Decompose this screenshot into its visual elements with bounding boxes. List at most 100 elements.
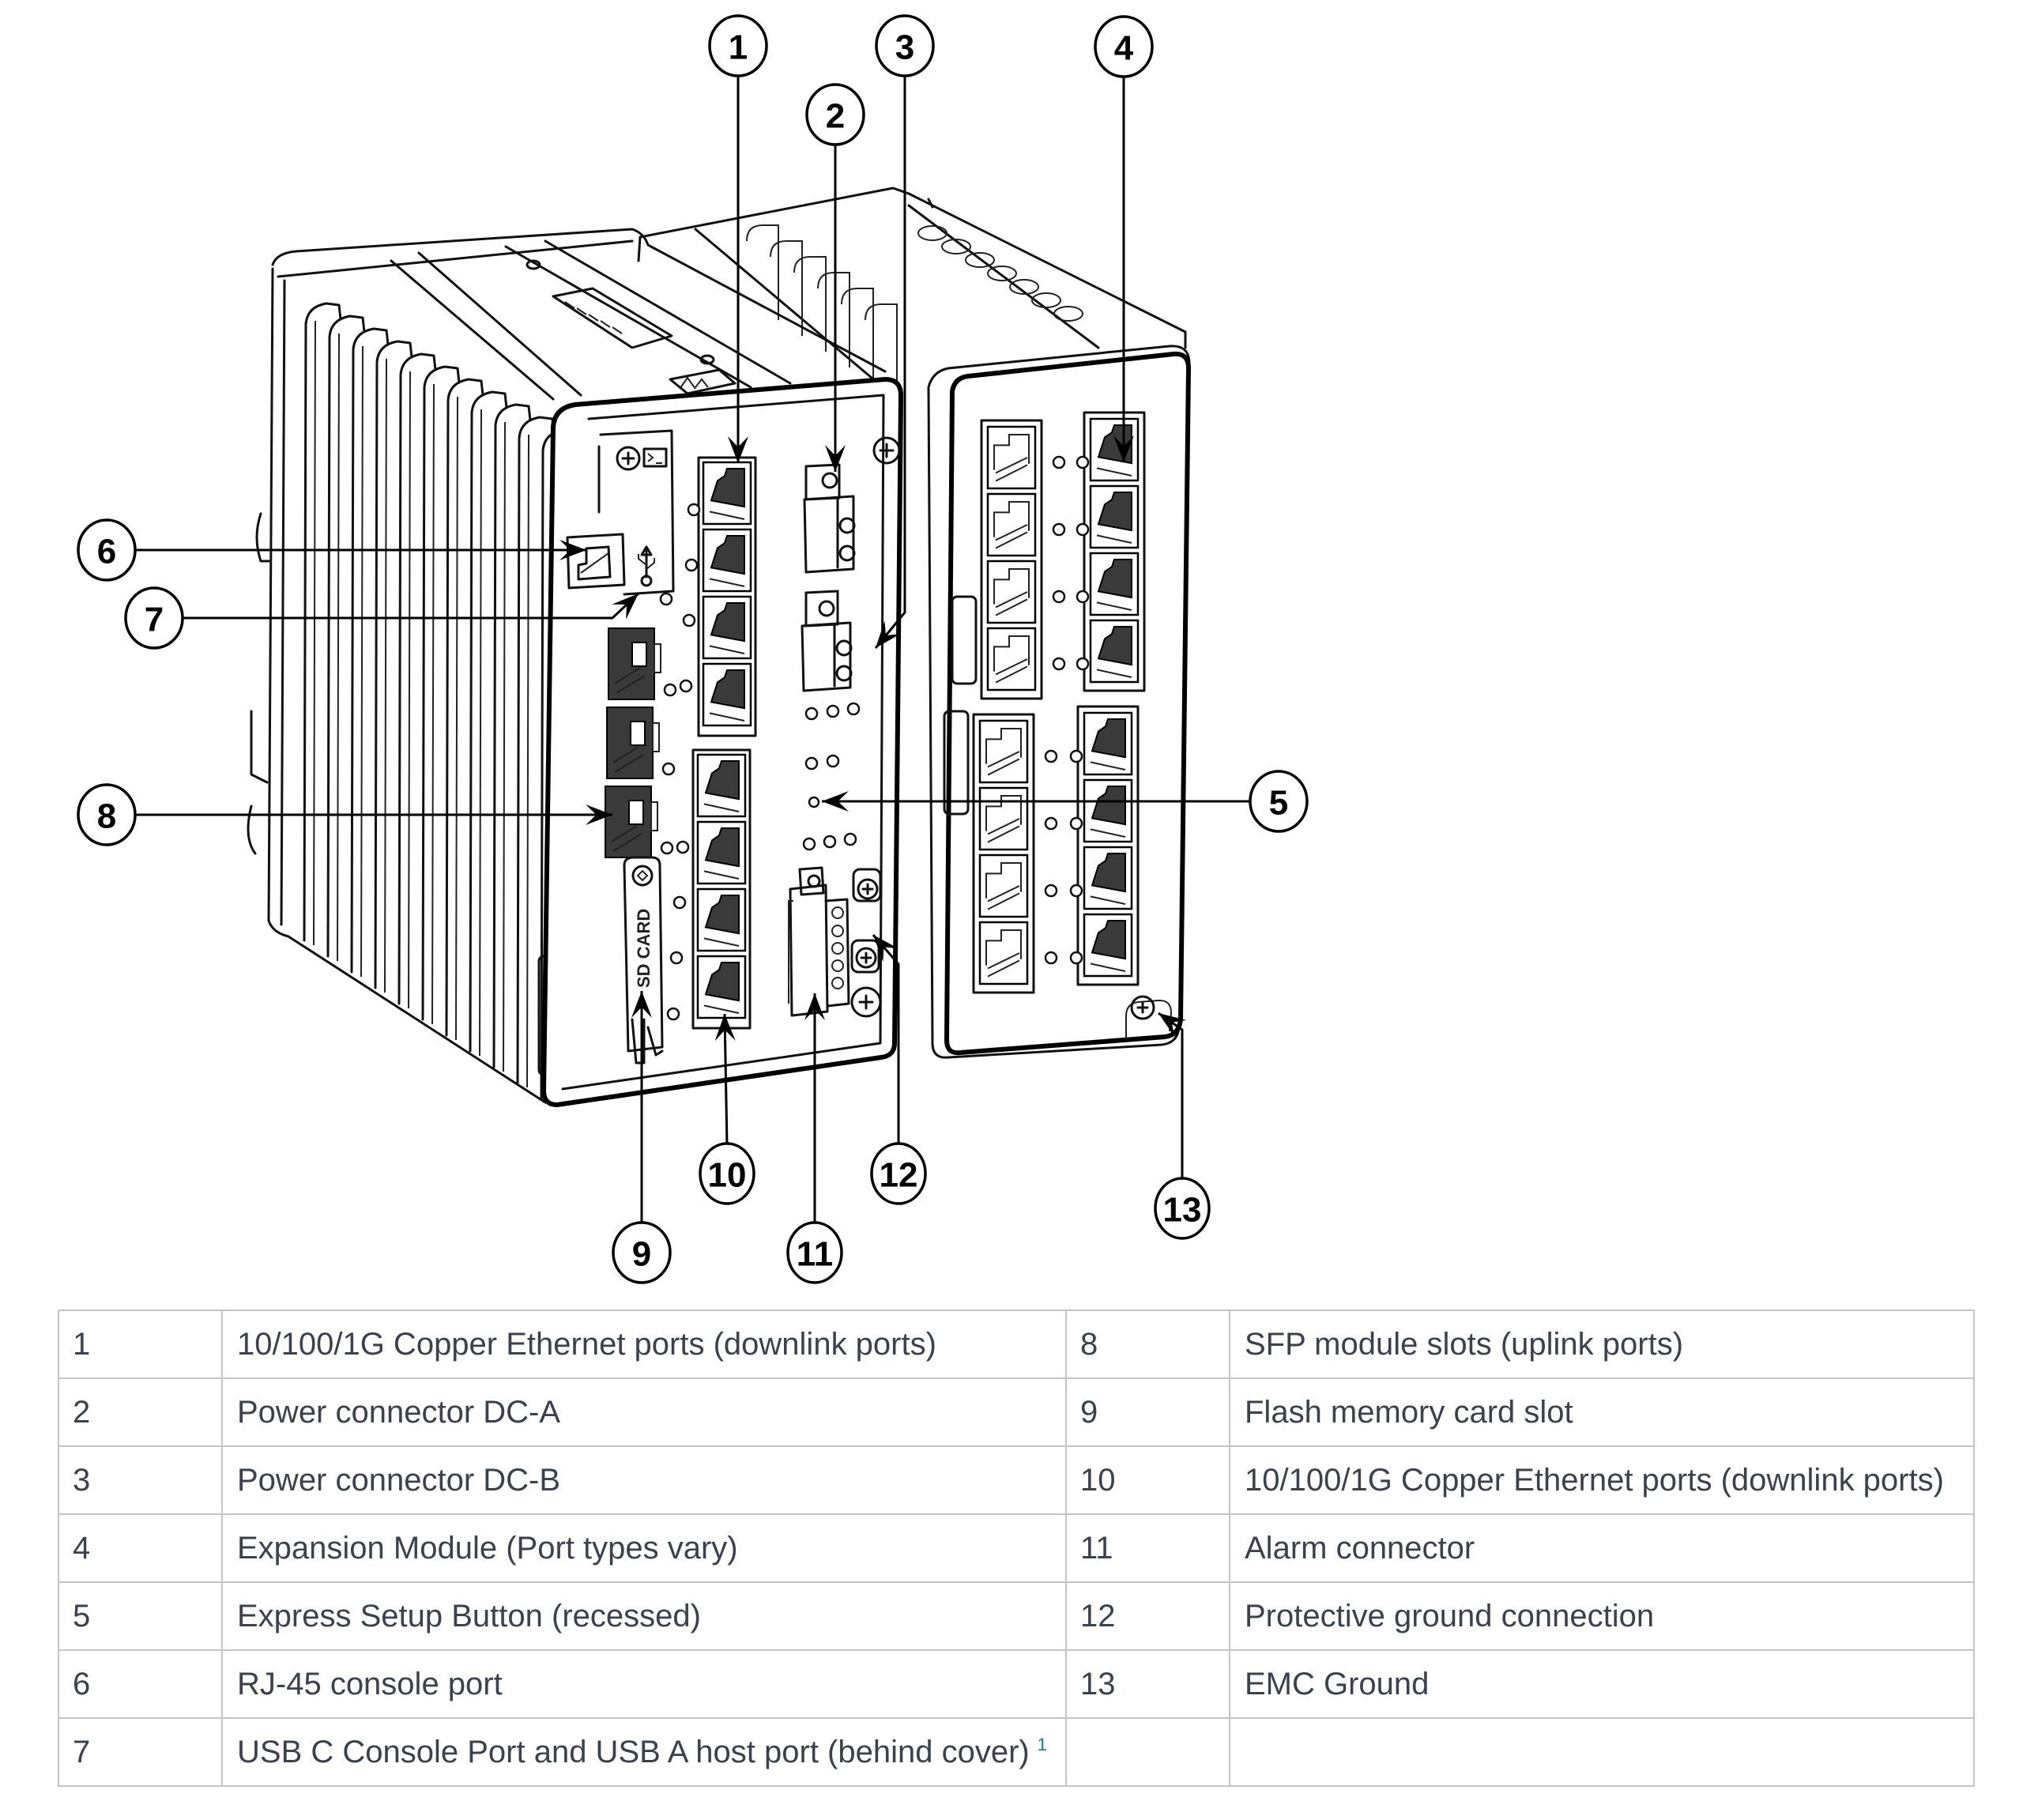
arrowhead-3 bbox=[876, 620, 901, 648]
callout-circle bbox=[1094, 15, 1154, 78]
port-led bbox=[1069, 884, 1083, 898]
expansion-port bbox=[1089, 417, 1140, 482]
arrowhead-13 bbox=[1158, 1013, 1187, 1038]
item-number: 3 bbox=[58, 1445, 223, 1515]
table-row: 6 RJ-45 console port 13 EMC Ground bbox=[58, 1649, 1975, 1719]
item-description-text: USB C Console Port and USB A host port (… bbox=[237, 1734, 1030, 1769]
callout-number: 7 bbox=[145, 601, 164, 639]
item-description: EMC Ground bbox=[1229, 1649, 1975, 1719]
heatsink-fin-edge bbox=[337, 333, 340, 962]
item-description: USB C Console Port and USB A host port (… bbox=[221, 1717, 1067, 1787]
table-row: 7 USB C Console Port and USB A host port… bbox=[58, 1717, 1975, 1787]
footnote-link[interactable]: 1 bbox=[1037, 1735, 1047, 1755]
callout-number: 10 bbox=[708, 1156, 747, 1195]
copper-port-groups bbox=[691, 456, 757, 1030]
callout-number: 3 bbox=[895, 28, 914, 67]
sfp-slot bbox=[606, 707, 676, 779]
port-led bbox=[679, 679, 693, 693]
heatsink-fin-edge bbox=[431, 383, 435, 1025]
heatsink-fin-edge bbox=[503, 421, 506, 1072]
leader-lines bbox=[135, 74, 1250, 1224]
item-description bbox=[1229, 1717, 1975, 1787]
callout-11: 11 bbox=[786, 1221, 843, 1284]
callout-circle bbox=[805, 83, 865, 146]
item-number: 5 bbox=[58, 1581, 223, 1651]
table-row: 5 Express Setup Button (recessed) 12 Pro… bbox=[58, 1581, 1975, 1651]
callout-number: 13 bbox=[1163, 1191, 1202, 1230]
port-led bbox=[682, 613, 696, 627]
leader-line-10 bbox=[723, 1013, 729, 1146]
status-leds bbox=[802, 702, 861, 851]
heatsink-fin-edge bbox=[408, 371, 411, 1009]
port-led bbox=[1076, 522, 1090, 537]
heatsink-fin bbox=[350, 327, 390, 974]
port-led bbox=[1069, 951, 1083, 965]
item-number: 1 bbox=[58, 1309, 223, 1379]
sfp-led bbox=[663, 683, 677, 697]
copper-ethernet-port bbox=[702, 461, 752, 526]
item-description: Power connector DC-A bbox=[221, 1377, 1067, 1447]
item-number: 4 bbox=[58, 1513, 223, 1583]
usb-icon bbox=[638, 545, 655, 587]
item-description: 10/100/1G Copper Ethernet ports (downlin… bbox=[221, 1309, 1067, 1379]
callout-circle bbox=[870, 1142, 927, 1205]
callout-circle bbox=[875, 14, 935, 77]
expansion-port bbox=[1083, 711, 1133, 776]
express-setup-button bbox=[808, 796, 820, 808]
callout-number: 11 bbox=[797, 1235, 834, 1274]
alarm-connector bbox=[788, 866, 850, 1017]
protective-ground-screws bbox=[850, 868, 882, 1018]
sfp-led bbox=[660, 841, 674, 855]
port-led bbox=[1069, 816, 1083, 831]
sfp-led bbox=[661, 762, 676, 776]
item-number: 12 bbox=[1065, 1581, 1230, 1651]
heatsink-fin-edge bbox=[526, 434, 529, 1088]
expansion-port bbox=[1083, 778, 1133, 843]
callout-5: 5 bbox=[1249, 770, 1309, 833]
item-description: Power connector DC-B bbox=[221, 1445, 1067, 1515]
heatsink-fin bbox=[374, 340, 413, 989]
expansion-port bbox=[978, 719, 1029, 784]
callout-3: 3 bbox=[875, 14, 935, 77]
callout-circle bbox=[699, 1142, 755, 1205]
main-front-panel: SD CARD bbox=[541, 377, 903, 1107]
heatsink-fin bbox=[303, 302, 342, 942]
copper-ethernet-port bbox=[696, 887, 747, 952]
arrowhead-6 bbox=[559, 540, 586, 560]
port-led bbox=[1052, 590, 1066, 604]
arrowhead-7 bbox=[612, 593, 639, 620]
item-description: RJ-45 console port bbox=[221, 1649, 1067, 1719]
arrowhead-11 bbox=[804, 993, 825, 1020]
arrowhead-4 bbox=[1113, 435, 1134, 462]
arrowhead-9 bbox=[631, 991, 652, 1018]
callout-number: 6 bbox=[97, 533, 116, 571]
port-led bbox=[1076, 590, 1090, 604]
port-led bbox=[1076, 657, 1090, 671]
callout-12: 12 bbox=[870, 1142, 927, 1205]
callout-circle bbox=[708, 14, 768, 77]
item-number: 9 bbox=[1065, 1377, 1230, 1447]
power-connector-dc-a bbox=[803, 463, 856, 574]
arrowhead-12 bbox=[873, 935, 899, 963]
heatsink-fin bbox=[397, 352, 437, 1005]
port-group-frame bbox=[980, 419, 1043, 700]
item-description: Alarm connector bbox=[1229, 1513, 1975, 1583]
port-led bbox=[1044, 884, 1058, 898]
port-group-frame bbox=[697, 456, 757, 737]
port-leds bbox=[666, 503, 701, 1021]
callout-8: 8 bbox=[77, 783, 137, 846]
port-led bbox=[1044, 951, 1058, 965]
port-led bbox=[669, 951, 684, 965]
rear-fins bbox=[746, 224, 898, 383]
heatsink-fin-edge bbox=[360, 345, 364, 978]
callout-number: 5 bbox=[1269, 784, 1288, 823]
expansion-port bbox=[986, 425, 1037, 490]
copper-ethernet-port bbox=[702, 595, 752, 660]
callout-circle bbox=[77, 518, 137, 582]
item-number: 6 bbox=[58, 1649, 223, 1719]
item-number: 11 bbox=[1065, 1513, 1230, 1583]
item-description: Protective ground connection bbox=[1229, 1581, 1975, 1651]
callout-circle bbox=[124, 586, 184, 650]
expansion-port bbox=[986, 492, 1037, 557]
item-number: 10 bbox=[1065, 1445, 1230, 1515]
